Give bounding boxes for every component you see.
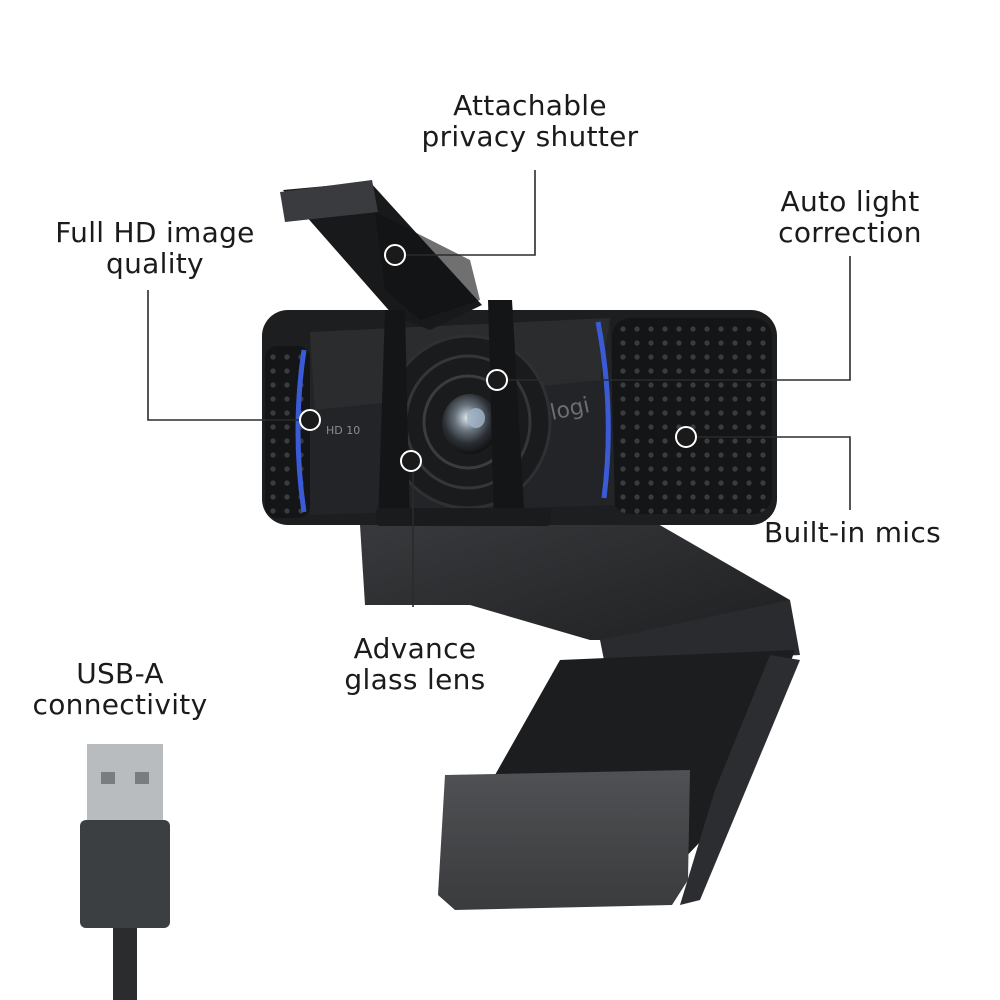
callout-line-fullhd: [147, 290, 306, 421]
label-line: Auto light: [780, 185, 920, 218]
usb-cable: [113, 928, 137, 1000]
microphone-grille: [612, 318, 772, 514]
callout-line-shutter: [403, 170, 536, 256]
label-line: Attachable: [453, 89, 607, 122]
label-line: Built-in mics: [764, 516, 941, 549]
callout-markers: [299, 244, 697, 472]
label-line: privacy shutter: [421, 120, 639, 153]
callout-line-mics: [694, 436, 851, 510]
label-line: quality: [106, 247, 204, 280]
marker-shutter: [384, 244, 406, 266]
label-line: connectivity: [32, 688, 208, 721]
label-built-in-mics: Built-in mics: [745, 517, 960, 548]
callout-line-autolight: [506, 256, 851, 381]
label-full-hd: Full HD image quality: [40, 217, 270, 279]
label-line: USB-A: [76, 657, 164, 690]
label-line: correction: [778, 216, 922, 249]
label-usb-connectivity: USB-A connectivity: [20, 658, 220, 720]
label-glass-lens: Advance glass lens: [320, 633, 510, 695]
label-line: Advance: [353, 632, 477, 665]
privacy-shutter: [280, 180, 551, 526]
marker-lens: [400, 450, 422, 472]
callout-lines: [147, 170, 851, 607]
camera-lens: [384, 334, 552, 510]
label-privacy-shutter: Attachable privacy shutter: [400, 90, 660, 152]
blue-accent-right: [595, 321, 611, 499]
label-line: Full HD image: [55, 216, 255, 249]
label-line: glass lens: [344, 663, 486, 696]
marker-autolight: [486, 369, 508, 391]
usb-a-plug: [80, 744, 170, 1000]
webcam-stand: [360, 505, 800, 910]
marker-mics: [675, 426, 697, 448]
blue-accent-left: [295, 349, 307, 513]
usb-metal-shell: [87, 744, 163, 822]
marker-fullhd: [299, 409, 321, 431]
stand-foot: [438, 770, 690, 910]
label-auto-light: Auto light correction: [760, 186, 940, 248]
resolution-mark: HD 10: [326, 424, 360, 437]
usb-plug-housing: [80, 820, 170, 928]
